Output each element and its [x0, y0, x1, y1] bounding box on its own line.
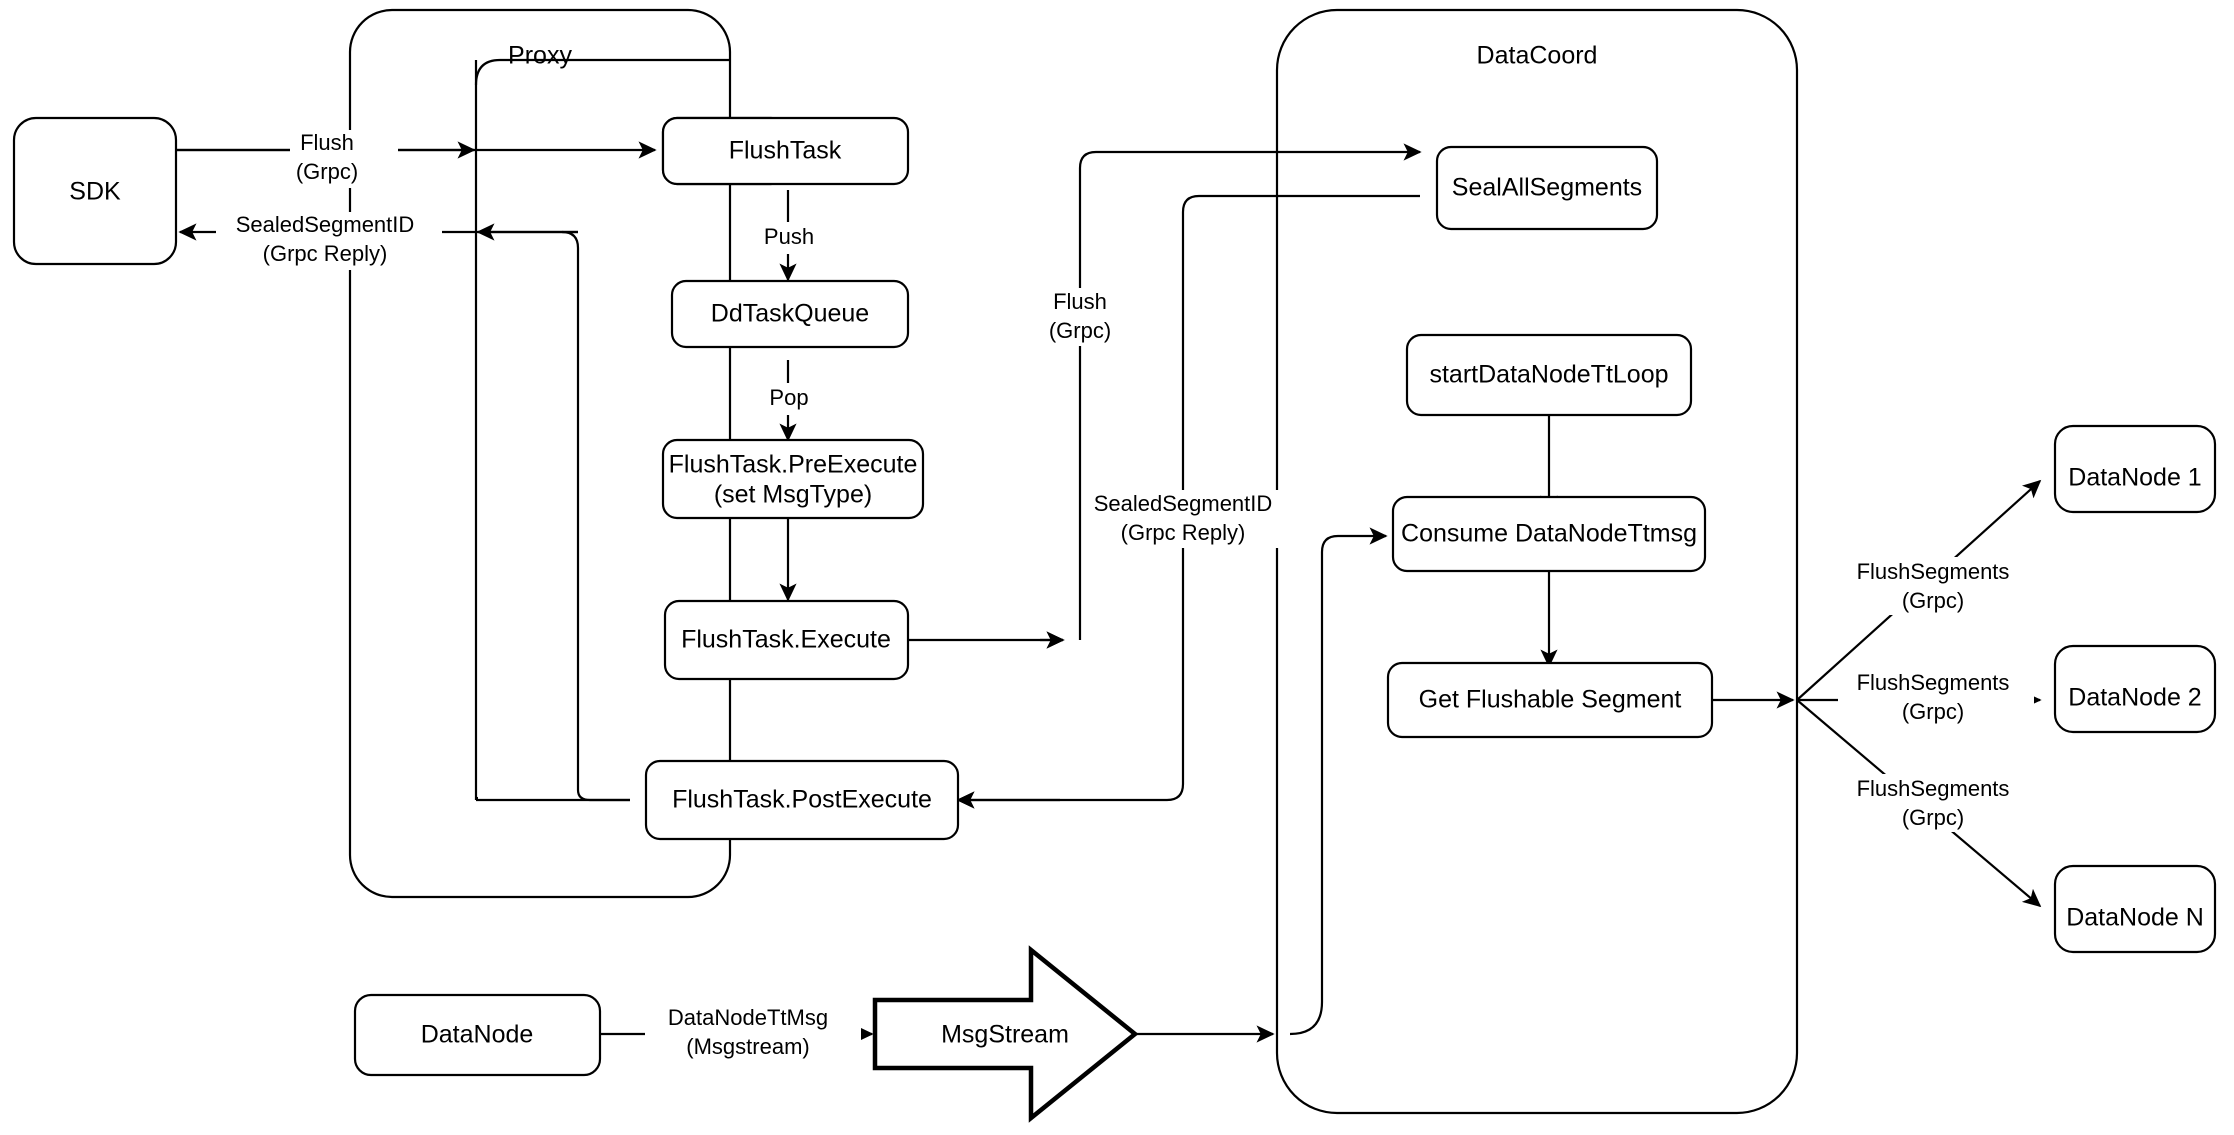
label-sealed-coord-line1: SealedSegmentID: [1094, 491, 1273, 516]
node-start-datanode-tt-loop[interactable]: startDataNodeTtLoop: [1405, 333, 1693, 417]
node-datanode-1[interactable]: DataNode 1: [2053, 424, 2217, 514]
execute-box[interactable]: [663, 599, 910, 681]
label-bg-push: [748, 222, 830, 254]
msgstream-label: MsgStream: [941, 1021, 1069, 1049]
seal-all-segments-box[interactable]: [1435, 145, 1659, 231]
label-fs2-line2: (Grpc): [1902, 699, 1964, 724]
label-datanode-ttmsg: DataNodeTtMsg (Msgstream): [645, 1004, 861, 1062]
label-coord-to-proxy: SealedSegmentID (Grpc Reply): [1092, 490, 1282, 548]
datacoord-container-title: DataCoord: [1477, 42, 1598, 70]
label-push-text: Push: [764, 224, 814, 249]
start-tt-loop-label: startDataNodeTtLoop: [1429, 361, 1668, 389]
sdk-label: SDK: [69, 178, 121, 206]
datanode-1-label: DataNode 1: [2068, 464, 2201, 492]
label-flush-coord-line2: (Grpc): [1049, 318, 1111, 343]
start-tt-loop-box[interactable]: [1405, 333, 1693, 417]
label-bg-ttmsg: [645, 1004, 861, 1062]
node-get-flushable-segment[interactable]: Get Flushable Segment: [1386, 661, 1714, 739]
node-msgstream[interactable]: MsgStream: [872, 945, 1139, 1123]
datanode-n-label: DataNode N: [2066, 904, 2204, 932]
preexecute-box[interactable]: [661, 438, 925, 520]
label-push: Push: [748, 222, 830, 254]
label-ttmsg-line1: DataNodeTtMsg: [668, 1005, 828, 1030]
label-pop: Pop: [756, 383, 822, 415]
label-fsn-line1: FlushSegments: [1857, 776, 2010, 801]
label-pop-text: Pop: [769, 385, 808, 410]
consume-tt-label: Consume DataNodeTtmsg: [1401, 520, 1697, 548]
preexecute-label-line1: FlushTask.PreExecute: [669, 451, 918, 479]
label-bg-sealed-coord: [1092, 490, 1282, 548]
get-flushable-box[interactable]: [1386, 661, 1714, 739]
label-sealed-line2: (Grpc Reply): [263, 241, 388, 266]
flush-task-text: FlushTask: [729, 137, 842, 165]
postexecute-label: FlushTask.PostExecute: [672, 786, 932, 814]
datanode-source-box[interactable]: [353, 993, 602, 1077]
label-fs2-line1: FlushSegments: [1857, 670, 2010, 695]
sdk-box[interactable]: [12, 116, 178, 266]
proxy-container-title: Proxy: [508, 42, 572, 70]
label-sealed-coord-line2: (Grpc Reply): [1121, 520, 1246, 545]
edge-postexecute-left-stub: [576, 789, 630, 802]
datacoord-container-outline: [1275, 8, 1799, 1115]
node-datanode-n[interactable]: DataNode N: [2053, 864, 2217, 954]
get-flushable-label: Get Flushable Segment: [1419, 686, 1682, 714]
label-fsn-line2: (Grpc): [1902, 805, 1964, 830]
label-proxy-to-coord: Flush (Grpc): [1028, 288, 1132, 346]
label-bg-pop: [756, 383, 822, 415]
node-consume-datanode-ttmsg[interactable]: Consume DataNodeTtmsg: [1391, 495, 1707, 573]
label-flush-coord-line1: Flush: [1053, 289, 1107, 314]
label-bg-fsn: [1838, 774, 2034, 832]
datanode-2-label: DataNode 2: [2068, 684, 2201, 712]
edge-ttmsg-channel-to-consume: [1289, 527, 1388, 1036]
flush-task-box-frame[interactable]: [661, 116, 910, 186]
label-bg-sealed-reply: [216, 212, 442, 270]
preexecute-label-line2: (set MsgType): [714, 481, 872, 509]
node-datanode-2[interactable]: DataNode 2: [2053, 644, 2217, 734]
label-bg-flush-grpc: [290, 130, 398, 188]
consume-tt-box[interactable]: [1391, 495, 1707, 573]
node-flushtask-postexecute[interactable]: FlushTask.PostExecute: [644, 759, 960, 841]
label-proxy-to-sdk: SealedSegmentID (Grpc Reply): [216, 212, 442, 270]
execute-label: FlushTask.Execute: [681, 626, 891, 654]
edge-postexecute-to-sdkline: [561, 230, 580, 790]
label-fs1-line1: FlushSegments: [1857, 559, 2010, 584]
datanode-n-box[interactable]: [2053, 864, 2217, 954]
edge-flush-grpc-to-sealallsegments: [1078, 143, 1422, 640]
label-flush-segments-2: FlushSegments (Grpc): [1838, 668, 2034, 726]
datanode-2-box[interactable]: [2053, 644, 2217, 734]
node-dd-task-queue[interactable]: DdTaskQueue: [670, 279, 910, 349]
node-datanode-source[interactable]: DataNode: [353, 993, 602, 1077]
edge-proxy-left-vertical: [474, 60, 479, 801]
label-sealed-line1: SealedSegmentID: [236, 212, 415, 237]
postexecute-box[interactable]: [644, 759, 960, 841]
label-sdk-to-proxy: Flush (Grpc): [290, 130, 398, 188]
datanode-source-label: DataNode: [421, 1021, 534, 1049]
label-ttmsg-line2: (Msgstream): [686, 1034, 809, 1059]
label-flush-line1: Flush: [300, 130, 354, 155]
label-flush-line2: (Grpc): [296, 159, 358, 184]
msgstream-arrow-shape[interactable]: [872, 945, 1139, 1123]
node-flushtask-preexecute[interactable]: FlushTask.PreExecute (set MsgType): [661, 438, 925, 520]
label-bg-fs1: [1838, 557, 2034, 615]
container-datacoord: DataCoord: [1275, 8, 1799, 1115]
node-sdk[interactable]: SDK: [12, 116, 178, 266]
label-flush-segments-n: FlushSegments (Grpc): [1838, 774, 2034, 832]
label-bg-flush-coord: [1028, 288, 1132, 346]
node-flushtask-execute[interactable]: FlushTask.Execute: [663, 599, 910, 681]
node-seal-all-segments[interactable]: SealAllSegments: [1435, 145, 1659, 231]
label-fs1-line2: (Grpc): [1902, 588, 1964, 613]
seal-all-segments-label: SealAllSegments: [1452, 174, 1642, 202]
label-bg-fs2: [1838, 668, 2034, 726]
dd-task-queue-label: DdTaskQueue: [711, 300, 869, 328]
datanode-1-box[interactable]: [2053, 424, 2217, 514]
label-flush-segments-1: FlushSegments (Grpc): [1838, 557, 2034, 615]
dd-task-queue-box[interactable]: [670, 279, 910, 349]
